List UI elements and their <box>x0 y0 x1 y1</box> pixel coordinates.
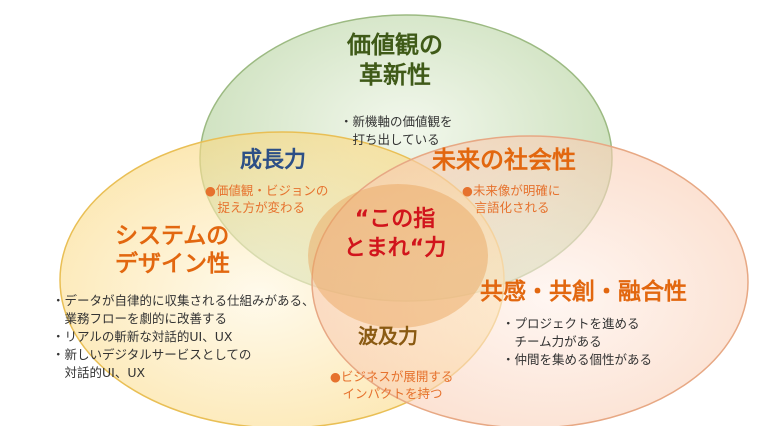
future-society-title: 未来の社会性 <box>432 146 576 174</box>
left-circle-description: ・データが自律的に収集される仕組みがある、 業務フローを劇的に改善する ・リアル… <box>52 293 315 380</box>
growth-title: 成長力 <box>240 148 307 173</box>
top-circle-description: ・新機軸の価値観を 打ち出している <box>340 114 453 147</box>
center-overlap <box>308 184 488 328</box>
growth-description: ●価値観・ビジョンの 捉え方が変わる <box>205 183 329 215</box>
right-circle-description: ・プロジェクトを進める チーム力がある ・仲間を集める個性がある <box>502 316 653 367</box>
ripple-description: ●ビジネスが展開する インパクトを持つ <box>330 369 454 401</box>
right-circle-title: 共感・共創・融合性 <box>480 279 687 305</box>
circle-empathy-cocreation <box>311 135 749 426</box>
ripple-title: 波及力 <box>358 324 418 348</box>
top-circle-title: 価値観の 革新性 <box>347 31 443 89</box>
future-society-description: ●未来像が明確に 言語化される <box>462 183 561 215</box>
center-title: “この指 とまれ“力 <box>343 207 447 261</box>
left-circle-title: システムの デザイン性 <box>115 223 230 277</box>
